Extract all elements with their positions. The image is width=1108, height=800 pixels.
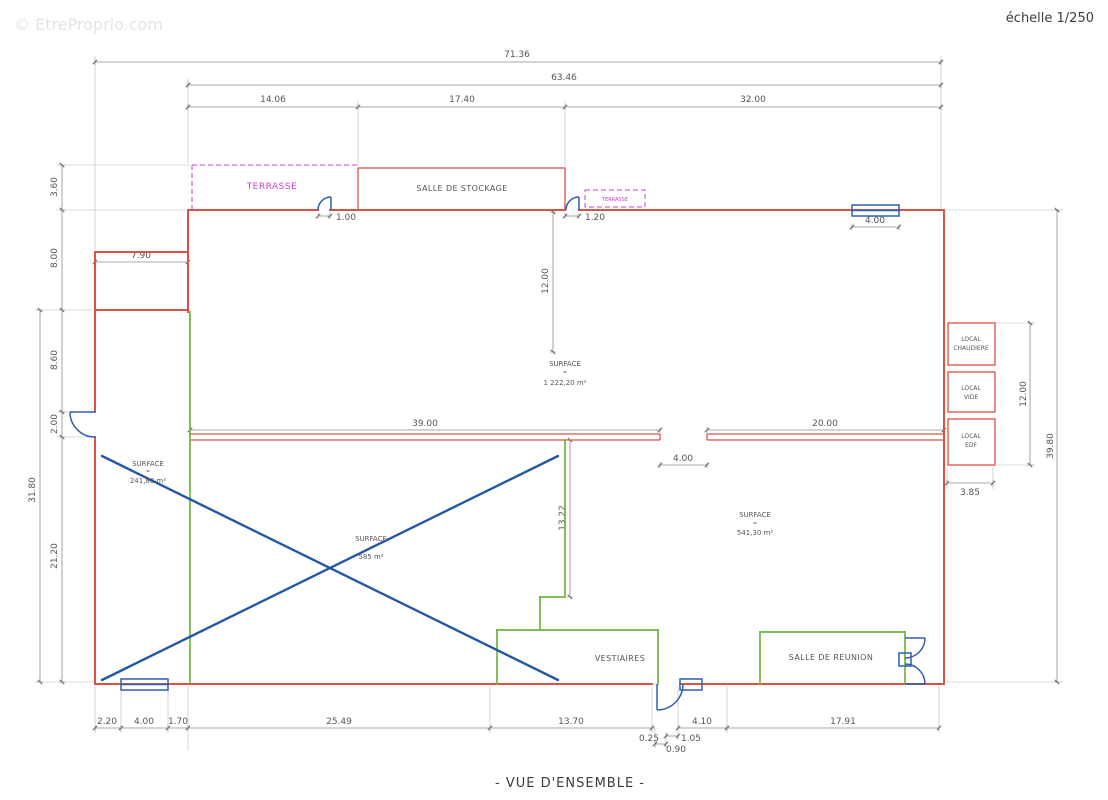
dim-17-91: 17.91 <box>830 717 856 727</box>
room-label-local-chaudiere-1: LOCAL <box>961 336 981 343</box>
dim-4-10: 4.10 <box>692 717 712 727</box>
surface-4-label: SURFACE <box>739 511 771 519</box>
dim-63-46: 63.46 <box>551 73 577 83</box>
dim-0-25: 0.25 <box>639 734 659 744</box>
local-edf-outline <box>947 418 996 466</box>
dim-3-60: 3.60 <box>50 177 60 197</box>
dim-1-70: 1.70 <box>168 717 188 727</box>
door-frame-right <box>898 652 912 667</box>
room-label-salle-de-reunion: SALLE DE REUNION <box>789 653 873 662</box>
dimension-labels: 71.36 63.46 14.06 17.40 32.00 3.60 8.00 … <box>28 50 1056 755</box>
plan-title: - VUE D'ENSEMBLE - <box>495 776 645 791</box>
dim-8-00: 8.00 <box>50 248 60 268</box>
surface-4-area: 541,30 m² <box>737 529 774 537</box>
stockage-room-outline <box>357 167 566 211</box>
room-label-salle-de-stockage: SALLE DE STOCKAGE <box>416 184 507 193</box>
dim-39-00: 39.00 <box>412 419 438 429</box>
surface-3-area: 585 m² <box>358 553 383 561</box>
door-arc-bottom <box>656 683 684 711</box>
surface-1-label: SURFACE <box>549 360 581 368</box>
dim-right-12-00: 12.00 <box>1019 381 1029 407</box>
dim-0-90: 0.90 <box>666 745 686 755</box>
room-label-local-vide-2: VIDE <box>964 394 978 401</box>
door-arc-right-upper <box>904 637 926 659</box>
dim-20-00: 20.00 <box>812 419 838 429</box>
room-labels: SALLE DE STOCKAGE TERRASSE TERRASSE SURF… <box>130 182 989 663</box>
dim-71-36: 71.36 <box>504 50 530 60</box>
scale-label: échelle 1/250 <box>1006 11 1094 26</box>
room-label-terrasse-small: TERRASSE <box>601 197 628 203</box>
dim-21-20: 21.20 <box>50 543 60 569</box>
dim-13-70: 13.70 <box>558 717 584 727</box>
dimension-extension-lines <box>34 56 1063 750</box>
door-arc-left <box>69 411 96 438</box>
watermark: © EtreProprio.com <box>14 15 163 34</box>
surface-1-area: 1 222,20 m² <box>543 379 586 387</box>
dim-window-4-00: 4.00 <box>865 216 885 226</box>
door-arc-top-1 <box>317 196 332 211</box>
interior-walls-green <box>189 311 906 685</box>
dim-17-40: 17.40 <box>449 95 475 105</box>
dim-2-20: 2.20 <box>97 717 117 727</box>
terrasse-small-outline <box>584 189 646 208</box>
dim-1-05: 1.05 <box>681 734 701 744</box>
terrace-outline-magenta <box>191 164 646 210</box>
dim-3-85: 3.85 <box>960 488 980 498</box>
dim-25-49: 25.49 <box>326 717 352 727</box>
dim-14-06: 14.06 <box>260 95 286 105</box>
dim-32-00: 32.00 <box>740 95 766 105</box>
surface-4-eq: = <box>753 521 757 527</box>
dim-13-22: 13.22 <box>558 505 568 531</box>
door-arc-top-2 <box>565 196 580 211</box>
dim-8-60: 8.60 <box>50 350 60 370</box>
dim-opening-4-00: 4.00 <box>673 454 693 464</box>
surface-2-label: SURFACE <box>132 460 164 468</box>
cross-line-2 <box>100 454 560 682</box>
room-label-terrasse: TERRASSE <box>246 182 298 192</box>
room-label-vestiaires: VESTIAIRES <box>595 654 645 663</box>
window-bottom-center <box>679 678 703 691</box>
room-label-local-chaudiere-2: CHAUDIERE <box>953 345 989 352</box>
dim-depth-12-00: 12.00 <box>541 268 551 294</box>
room-label-local-vide-1: LOCAL <box>961 385 981 392</box>
room-label-local-edf-2: EDF <box>965 442 977 449</box>
local-chaudiere-outline <box>947 322 996 366</box>
dim-39-80: 39.80 <box>1046 433 1056 459</box>
exterior-walls-red <box>94 167 996 685</box>
condemned-area-cross <box>100 454 560 682</box>
dim-7-90: 7.90 <box>131 251 151 261</box>
doors-windows-blue <box>69 196 926 711</box>
door-arc-right-lower <box>904 663 926 685</box>
surface-2-area: 241,80 m² <box>130 477 167 485</box>
dim-4-00-bottom: 4.00 <box>134 717 154 727</box>
dim-2-00: 2.00 <box>50 414 60 434</box>
surface-1-eq: = <box>563 370 567 376</box>
surface-3-label: SURFACE <box>355 535 387 543</box>
local-vide-outline <box>947 371 996 413</box>
surface-2-eq: = <box>146 469 150 475</box>
dim-door-1-20: 1.20 <box>585 213 605 223</box>
dim-door-1-00: 1.00 <box>336 213 356 223</box>
dimension-lines <box>36 58 1061 748</box>
surface-3-eq: = <box>369 545 373 551</box>
dim-31-80: 31.80 <box>28 477 38 503</box>
room-label-local-edf-1: LOCAL <box>961 433 981 440</box>
